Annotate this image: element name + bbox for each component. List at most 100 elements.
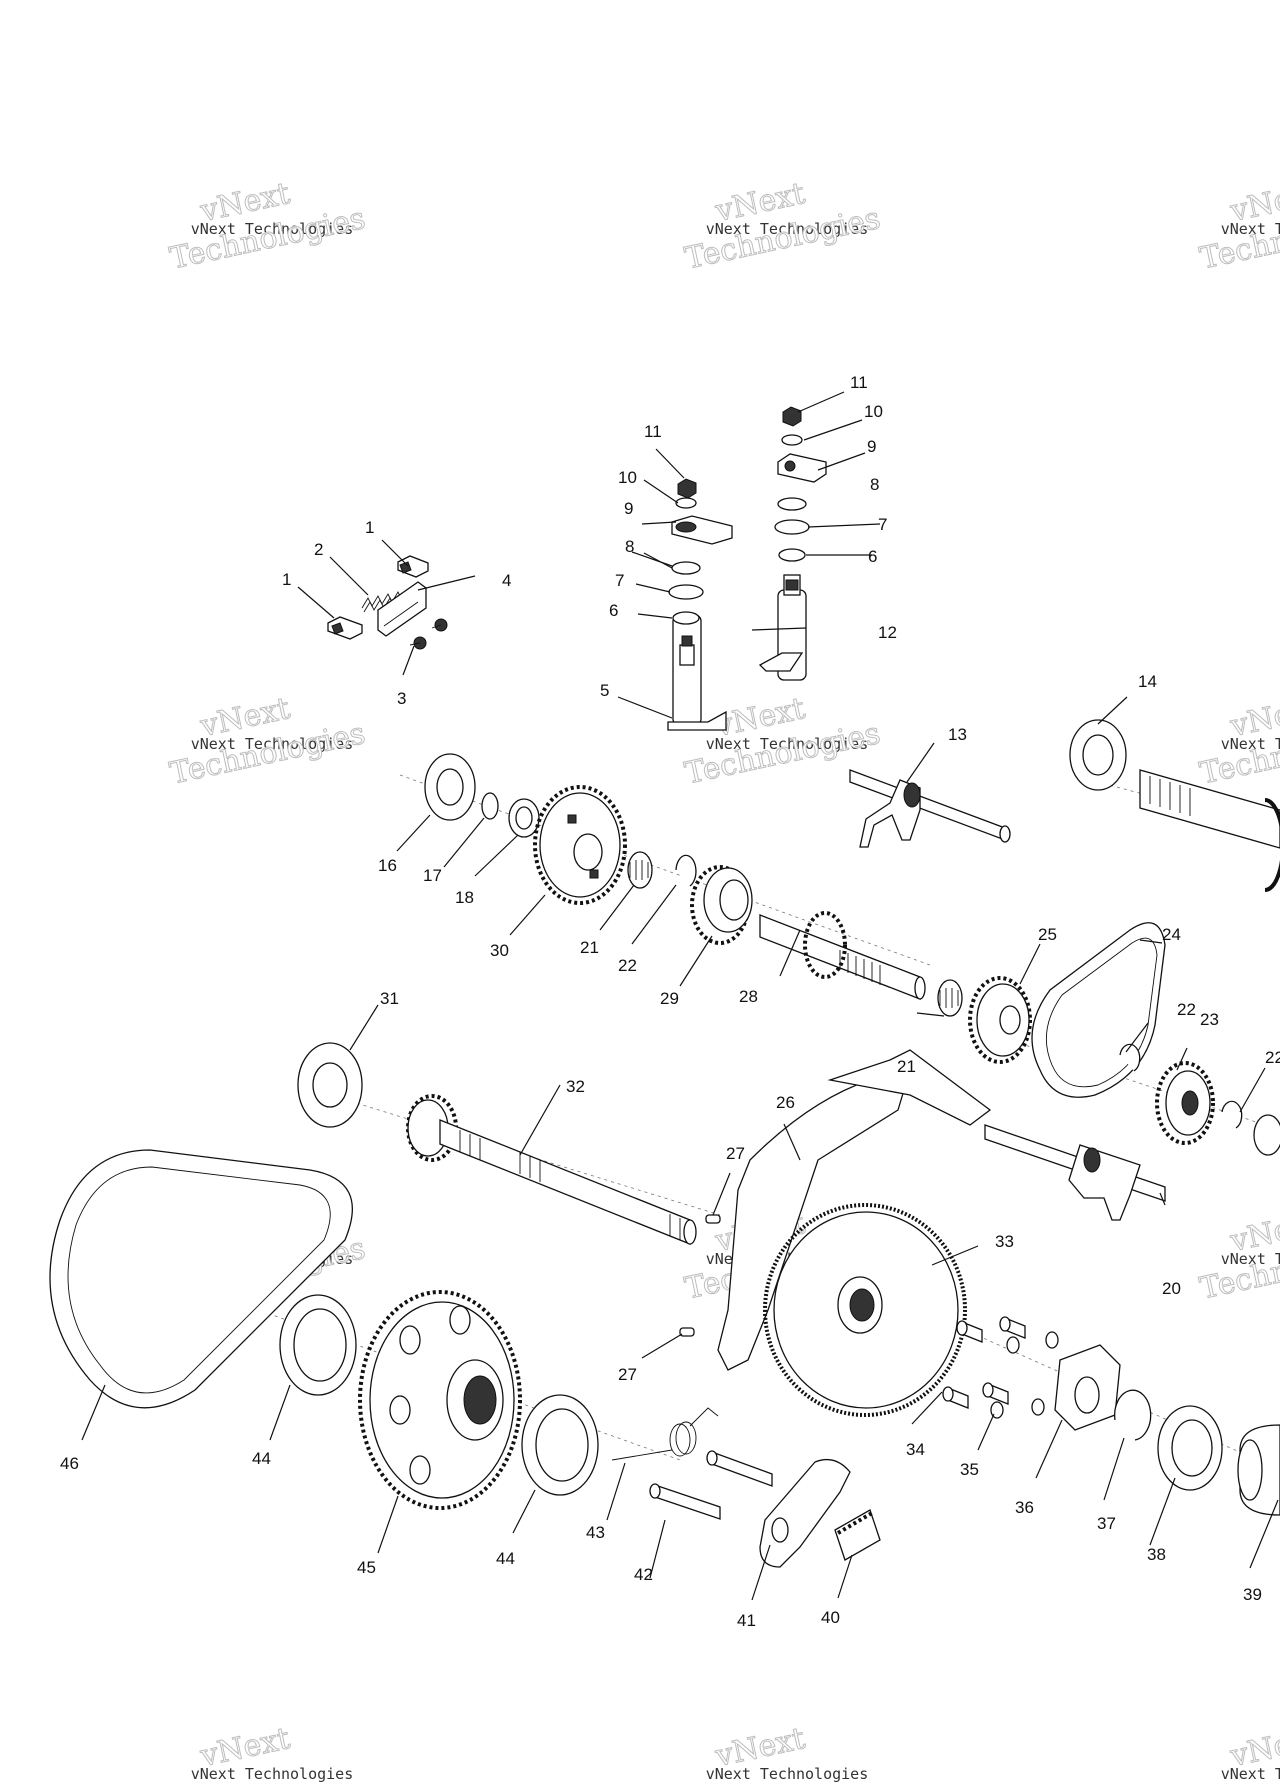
callout-27: 27 [618, 1365, 637, 1384]
seal-44-right [521, 1394, 599, 1496]
callout-11: 11 [850, 373, 868, 392]
callout-44: 44 [252, 1449, 271, 1468]
gear-segment-40 [834, 1509, 881, 1561]
detent-plunger-right [397, 555, 429, 578]
callout-40: 40 [821, 1608, 840, 1627]
callout-17: 17 [423, 866, 442, 885]
watermark: vNext vNext Technologies Technologies [166, 176, 368, 277]
callout-4: 4 [502, 571, 511, 590]
callout-34: 34 [906, 1440, 925, 1459]
callout-11: 11 [644, 422, 662, 441]
watermark: vNext vNext Technologies [706, 1721, 869, 1784]
callout-16: 16 [378, 856, 397, 875]
svg-text:vNext Technologies: vNext Technologies [706, 735, 869, 753]
callout-10: 10 [618, 468, 637, 487]
callout-23: 23 [1200, 1010, 1219, 1029]
gear-30 [533, 785, 627, 905]
callout-35: 35 [960, 1460, 979, 1479]
callout-20: 20 [1162, 1279, 1181, 1298]
snap-ring-17 [481, 792, 499, 820]
shift-shaft-right [758, 574, 807, 681]
callout-41: 41 [737, 1611, 756, 1630]
shift-washers-left [668, 478, 733, 625]
callout-8: 8 [870, 475, 879, 494]
callout-42: 42 [634, 1565, 653, 1584]
shift-fork-shaft-13 [849, 769, 1011, 848]
svg-text:vNext Technologies: vNext Technologies [191, 220, 354, 238]
callout-45: 45 [357, 1558, 376, 1577]
callout-22: 22 [1177, 1000, 1196, 1019]
leader-lines [81, 391, 1279, 1601]
shift-shaft-left [667, 614, 727, 731]
callout-7: 7 [878, 515, 887, 534]
gear-33 [763, 1203, 967, 1417]
callout-36: 36 [1015, 1498, 1034, 1517]
detent-housing [377, 581, 427, 637]
shift-fork-shaft-20 [984, 1124, 1166, 1221]
shaft-32 [406, 1094, 697, 1245]
callout-32: 32 [566, 1077, 585, 1096]
callout-22: 22 [618, 956, 637, 975]
callout-44: 44 [496, 1549, 515, 1568]
callout-9: 9 [624, 499, 633, 518]
callout-labels: 1 1 2 3 4 5 6 6 7 7 8 8 9 9 10 10 11 11 … [60, 373, 1280, 1630]
pin-27-lower [679, 1327, 695, 1337]
bearing-14 [1069, 719, 1127, 791]
callout-27: 27 [726, 1144, 745, 1163]
seal-44-left [279, 1294, 357, 1396]
plate-36 [1054, 1344, 1121, 1431]
callout-12: 12 [878, 623, 897, 642]
callout-29: 29 [660, 989, 679, 1008]
bearing-right-edge [1253, 1114, 1280, 1156]
callout-38: 38 [1147, 1545, 1166, 1564]
callout-18: 18 [455, 888, 474, 907]
detent-screws [409, 618, 448, 650]
callout-24: 24 [1162, 925, 1181, 944]
callout-21: 21 [580, 938, 599, 957]
callout-28: 28 [739, 987, 758, 1006]
callout-1: 1 [365, 518, 374, 537]
snap-ring-22-mid [1119, 1043, 1141, 1072]
svg-text:vNext Technologies: vNext Technologies [1221, 1250, 1280, 1268]
callout-13: 13 [948, 725, 967, 744]
output-shaft-upper [1139, 769, 1280, 892]
watermark: vNext vNext Technologies Technologies [681, 176, 883, 277]
callout-6: 6 [868, 547, 877, 566]
callout-10: 10 [864, 402, 883, 421]
pin-27-upper [705, 1214, 721, 1224]
bolts-34 [942, 1316, 1026, 1409]
callout-22: 22 [1265, 1048, 1280, 1067]
washer-18 [508, 798, 540, 838]
svg-text:vNext Technologies: vNext Technologies [1221, 1765, 1280, 1783]
needle-bearing-21-lower [937, 979, 963, 1017]
callout-1: 1 [282, 570, 291, 589]
needle-bearing-21-upper [627, 851, 653, 889]
callout-25: 25 [1038, 925, 1057, 944]
watermark: vNext vNext Technologies Technologies [1196, 691, 1280, 792]
gear-45 [358, 1290, 522, 1510]
part-39 [1237, 1424, 1280, 1516]
washers-35 [990, 1331, 1059, 1419]
svg-text:vNext Technologies: vNext Technologies [191, 1765, 354, 1783]
callout-33: 33 [995, 1232, 1014, 1251]
callout-30: 30 [490, 941, 509, 960]
callout-9: 9 [867, 437, 876, 456]
callout-8: 8 [625, 537, 634, 556]
torsion-spring-43 [611, 1407, 719, 1461]
snap-ring-22-upper [675, 854, 697, 887]
retaining-ring-37 [1114, 1389, 1152, 1441]
callout-43: 43 [586, 1523, 605, 1542]
pin-42-lower [649, 1483, 721, 1520]
drive-belt-46 [49, 1149, 353, 1409]
shaft-28 [759, 911, 926, 1000]
shift-washers-right [774, 406, 827, 562]
svg-text:vNext Technologies: vNext Technologies [1221, 220, 1280, 238]
callout-3: 3 [397, 689, 406, 708]
snap-ring-22-right [1221, 1100, 1243, 1129]
pin-42-upper [706, 1450, 773, 1487]
watermark: vNext vNext Technologies [191, 1721, 354, 1784]
svg-text:vNext Technologies: vNext Technologies [191, 735, 354, 753]
bearing-31 [297, 1042, 363, 1128]
callout-37: 37 [1097, 1514, 1116, 1533]
